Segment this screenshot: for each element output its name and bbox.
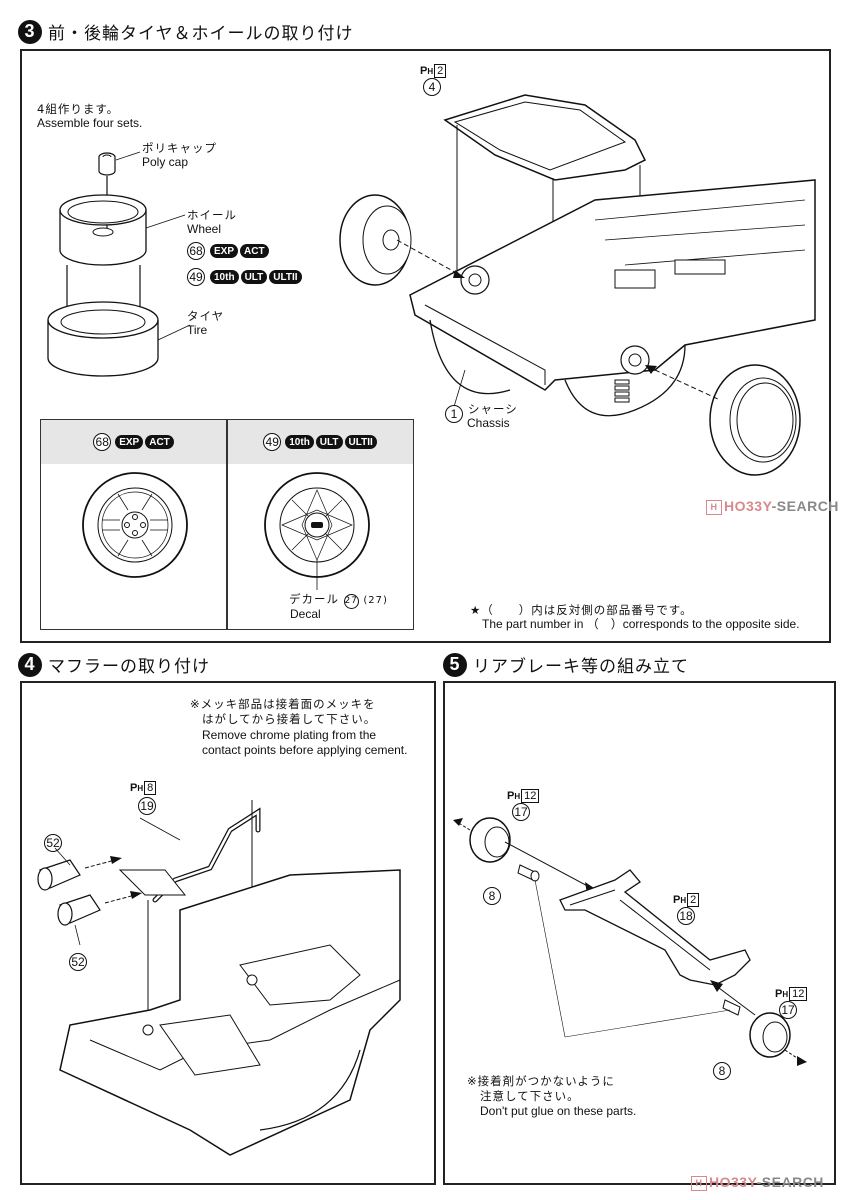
- grade-badge: 10th: [210, 270, 239, 284]
- rear-brake-illustration: [453, 817, 807, 1066]
- step-5-title: リアブレーキ等の組み立て: [473, 657, 689, 677]
- trailing-arm-part-number: 18: [677, 907, 695, 925]
- grade-badge: EXP: [115, 435, 144, 449]
- watermark-brand: HO33Y: [724, 498, 772, 514]
- step-4-number: 4: [18, 652, 42, 677]
- part-number-49: 49: [187, 268, 205, 286]
- glue-note-en: Don't put glue on these parts.: [480, 1104, 637, 1118]
- ph-prefix: P: [673, 894, 681, 906]
- ph-prefix: P: [130, 782, 138, 794]
- grade-badge: ULTII: [344, 435, 377, 449]
- ph-number: 2: [687, 893, 700, 907]
- part-number-49: 49: [263, 433, 282, 451]
- chrome-note-jp-2: はがしてから接着して下さい。: [202, 712, 377, 726]
- brake-drum-part-number: 17: [779, 1001, 797, 1019]
- ph-number: 8: [144, 781, 157, 795]
- wheel-assembly-illustration: [47, 151, 191, 377]
- wheel-49-front-view: [264, 472, 370, 590]
- polycap-label-jp: ポリキャップ: [142, 141, 217, 155]
- watermark-logo-icon: H: [691, 1175, 707, 1191]
- watermark-logo-icon: H: [706, 499, 722, 515]
- wheel-comparison-table: 68 EXP ACT 49 10th ULT ULTII: [40, 419, 414, 630]
- watermark-brand-suffix: -SEARCH: [771, 498, 839, 514]
- grade-badge: ACT: [145, 435, 174, 449]
- chassis-illustration: [339, 94, 816, 476]
- grade-badge: 10th: [285, 435, 314, 449]
- wheel-variant-49: 49 10th ULT ULTII: [187, 268, 302, 286]
- pin-part-number: 8: [483, 887, 501, 905]
- grade-badge: ULT: [240, 270, 268, 284]
- step-3-heading: 3 前・後輪タイヤ＆ホイールの取り付け: [18, 19, 354, 44]
- ph-number: 12: [521, 789, 540, 803]
- pin-part-number: 8: [713, 1062, 731, 1080]
- chassis-label-jp: シャーシ: [468, 402, 518, 416]
- wheel-label-jp: ホイール: [187, 208, 237, 222]
- ph-sub: H: [782, 990, 789, 999]
- step-3-number: 3: [18, 19, 42, 44]
- part-number-68: 68: [93, 433, 112, 451]
- ph-number: 12: [789, 987, 808, 1001]
- wheel-variant-68: 68 EXP ACT: [187, 242, 269, 260]
- watermark-brand: HO33Y: [709, 1174, 757, 1190]
- muffler-tip-part-number: 52: [44, 834, 62, 852]
- wheel-variant-49-header: 49 10th ULT ULTII: [227, 420, 413, 464]
- muffler-part-number: 19: [138, 797, 156, 815]
- ph-number: 2: [434, 64, 447, 78]
- chrome-note-jp-1: ※メッキ部品は接着面のメッキを: [190, 697, 376, 711]
- opposite-side-note-jp: ★（ ）内は反対側の部品番号です。: [470, 603, 693, 617]
- instruction-jp: 4組作ります。: [37, 102, 120, 116]
- chassis-part-number: 1: [445, 405, 463, 423]
- ph-prefix: P: [775, 988, 783, 1000]
- ph-prefix: P: [507, 790, 515, 802]
- part-number-68: 68: [187, 242, 205, 260]
- chrome-note-en-2: contact points before applying cement.: [202, 743, 408, 757]
- watermark-brand-suffix: -SEARCH: [756, 1174, 824, 1190]
- decal-number: 27: [343, 593, 359, 609]
- step-5-heading: 5 リアブレーキ等の組み立て: [443, 652, 689, 677]
- grade-badge: EXP: [210, 244, 239, 258]
- tire-label-jp: タイヤ: [187, 309, 225, 323]
- instruction-en: Assemble four sets.: [37, 116, 143, 130]
- brake-drum-part-number: 17: [512, 803, 530, 821]
- decal-label-en: Decal: [290, 607, 321, 621]
- opposite-side-note-en: The part number in （ ）corresponds to the…: [482, 617, 800, 631]
- grade-badge: ULTII: [269, 270, 302, 284]
- tire-label-en: Tire: [187, 323, 208, 337]
- decal-label: デカール 27 (27): [289, 592, 388, 609]
- ph-sub: H: [137, 784, 144, 793]
- glue-note-jp-1: ※接着剤がつかないように: [467, 1074, 615, 1088]
- table-divider: [226, 420, 228, 629]
- muffler-illustration: [37, 800, 401, 1156]
- step-3-title: 前・後輪タイヤ＆ホイールの取り付け: [48, 24, 354, 44]
- decal-alt-number: (27): [363, 595, 388, 606]
- ph-sub: H: [514, 792, 521, 801]
- ph-sub: H: [427, 67, 434, 76]
- muffler-tip-part-number: 52: [69, 953, 87, 971]
- grade-badge: ACT: [240, 244, 269, 258]
- step-4-title: マフラーの取り付け: [48, 657, 210, 677]
- ph-sub: H: [680, 896, 687, 905]
- polycap-label-en: Poly cap: [142, 155, 189, 169]
- grade-badge: ULT: [315, 435, 343, 449]
- wheel-variant-68-header: 68 EXP ACT: [41, 420, 226, 464]
- glue-note-jp-2: 注意して下さい。: [480, 1089, 580, 1103]
- chassis-label-en: Chassis: [467, 416, 510, 430]
- wheel-label-en: Wheel: [187, 222, 222, 236]
- chrome-note-en-1: Remove chrome plating from the: [202, 728, 377, 742]
- step-4-heading: 4 マフラーの取り付け: [18, 652, 210, 677]
- step-5-number: 5: [443, 652, 467, 677]
- wheel-68-front-view: [82, 472, 188, 578]
- ph-prefix: P: [420, 65, 428, 77]
- decal-label-jp: デカール: [289, 592, 339, 606]
- subframe-part-number: 4: [423, 78, 441, 96]
